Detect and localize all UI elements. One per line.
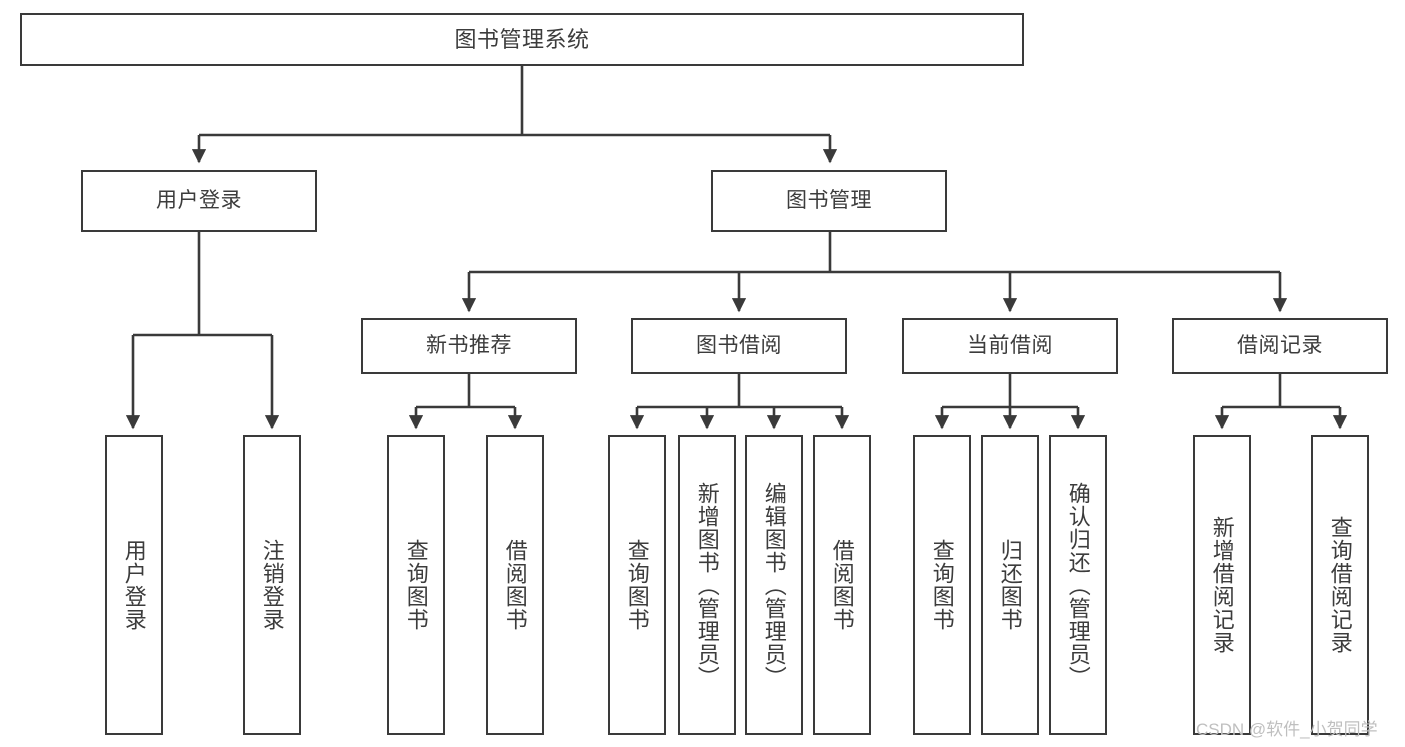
node-label: 归还图书 [997,539,1023,631]
node-label: 用户登录 [121,539,147,631]
node-leaf-borrow-book[interactable]: 借阅图书 [813,435,871,735]
node-label: 用户登录 [156,188,242,212]
node-user-login[interactable]: 用户登录 [81,170,317,232]
node-label: 查询图书 [624,539,650,631]
node-book-management[interactable]: 图书管理 [711,170,947,232]
node-label: 注销登录 [259,539,285,631]
node-label: 图书管理 [786,188,872,212]
node-new-book-recommend[interactable]: 新书推荐 [361,318,577,374]
csdn-watermark: CSDN @软件_小贺同学 [1196,720,1378,739]
node-leaf-add-book-admin[interactable]: 新增图书（管理员） [678,435,736,735]
node-current-borrow[interactable]: 当前借阅 [902,318,1118,374]
node-label: 借阅图书 [502,539,528,631]
node-borrow-record[interactable]: 借阅记录 [1172,318,1388,374]
node-label: 图书管理系统 [454,26,590,52]
node-leaf-add-borrow-record[interactable]: 新增借阅记录 [1193,435,1251,735]
node-label: 图书借阅 [696,333,782,357]
node-label: 新增借阅记录 [1209,516,1235,654]
node-leaf-query-book-recommend[interactable]: 查询图书 [387,435,445,735]
node-label: 查询借阅记录 [1327,516,1353,654]
node-label: 借阅记录 [1237,333,1323,357]
node-root-system[interactable]: 图书管理系统 [20,13,1024,66]
node-leaf-query-borrow-record[interactable]: 查询借阅记录 [1311,435,1369,735]
node-label: 确认归还（管理员） [1065,481,1091,689]
node-leaf-query-book-current[interactable]: 查询图书 [913,435,971,735]
node-book-borrow[interactable]: 图书借阅 [631,318,847,374]
node-label: 查询图书 [403,539,429,631]
node-leaf-return-book[interactable]: 归还图书 [981,435,1039,735]
node-label: 新增图书（管理员） [694,481,720,689]
node-leaf-user-login[interactable]: 用户登录 [105,435,163,735]
node-label: 新书推荐 [426,333,512,357]
node-leaf-borrow-book-recommend[interactable]: 借阅图书 [486,435,544,735]
node-label: 借阅图书 [829,539,855,631]
node-leaf-query-book-borrow[interactable]: 查询图书 [608,435,666,735]
node-label: 编辑图书（管理员） [761,481,787,689]
node-leaf-edit-book-admin[interactable]: 编辑图书（管理员） [745,435,803,735]
node-label: 当前借阅 [967,333,1053,357]
node-leaf-user-logout[interactable]: 注销登录 [243,435,301,735]
node-leaf-confirm-return-admin[interactable]: 确认归还（管理员） [1049,435,1107,735]
node-label: 查询图书 [929,539,955,631]
